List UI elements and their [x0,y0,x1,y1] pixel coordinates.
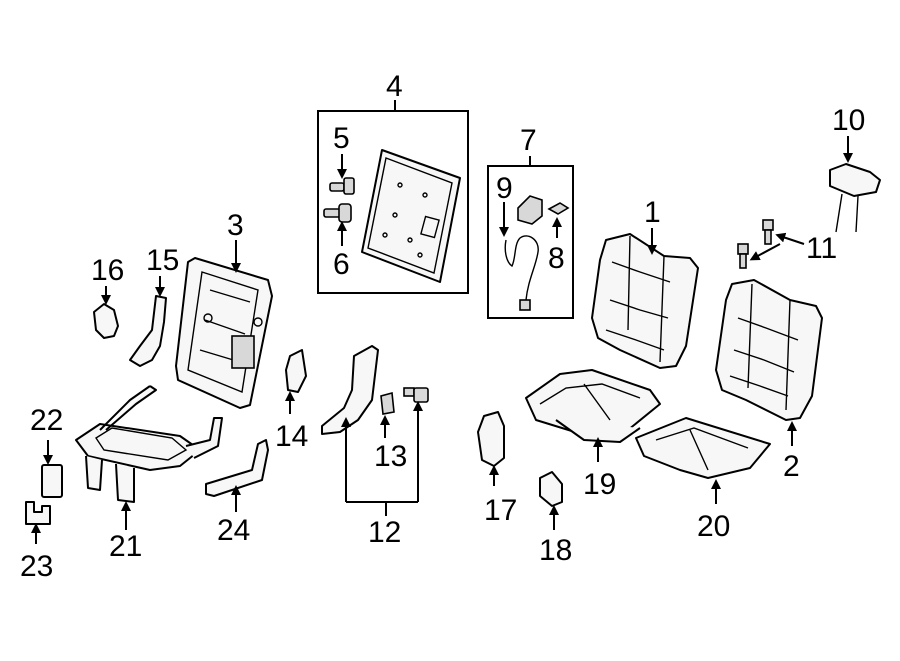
headrest-part-10 [829,163,881,233]
cap-part-13 [380,391,395,415]
callout-7: 7 [520,124,537,157]
cover-part-17 [477,411,505,467]
rail-part-24 [205,439,269,497]
callout-19: 19 [583,468,616,501]
bracket-part-23 [25,501,51,525]
bracket-part [517,195,543,225]
callout-17: 17 [484,494,517,527]
callout-9: 9 [496,172,513,205]
callout-10: 10 [832,104,865,137]
callout-23: 23 [20,550,53,583]
seat-back-cover-part-2 [715,279,823,421]
callout-8: 8 [548,242,565,275]
callout-20: 20 [697,510,730,543]
seat-cushion-cover-part-20 [635,417,771,479]
callout-3: 3 [227,209,244,242]
bracket-part-14 [285,349,307,393]
callout-12: 12 [368,516,401,549]
bolt-part-5 [329,177,355,195]
bracket-part-18 [539,471,563,507]
callout-2: 2 [783,450,800,483]
seat-back-frame-part-3 [175,257,273,409]
clip-part-8 [547,202,570,215]
nut-part-6 [323,203,352,223]
callout-6: 6 [333,248,350,281]
callout-5: 5 [333,122,350,155]
seat-cushion-part-19 [525,369,661,443]
seat-cushion-frame-part-21 [75,385,223,503]
trim-part-15 [129,295,167,367]
block-part-22 [41,464,63,498]
callout-4: 4 [386,70,403,103]
callout-11: 11 [806,232,837,265]
headrest-guide-part-11 [737,219,774,269]
hinge-part-12 [321,345,379,435]
callout-1: 1 [644,196,661,229]
callout-16: 16 [91,254,124,287]
callout-15: 15 [146,244,179,277]
callout-14: 14 [275,420,308,453]
group-box-4 [317,110,469,294]
callout-24: 24 [217,514,250,547]
callout-18: 18 [539,534,572,567]
callout-13: 13 [374,440,407,473]
callout-21: 21 [109,530,142,563]
seat-back-panel-part [361,149,461,283]
bolt-part-12 [403,387,429,403]
cover-part-16 [93,303,119,339]
seat-back-part-1 [591,233,699,369]
callout-22: 22 [30,404,63,437]
release-cable-part-9 [504,235,539,311]
